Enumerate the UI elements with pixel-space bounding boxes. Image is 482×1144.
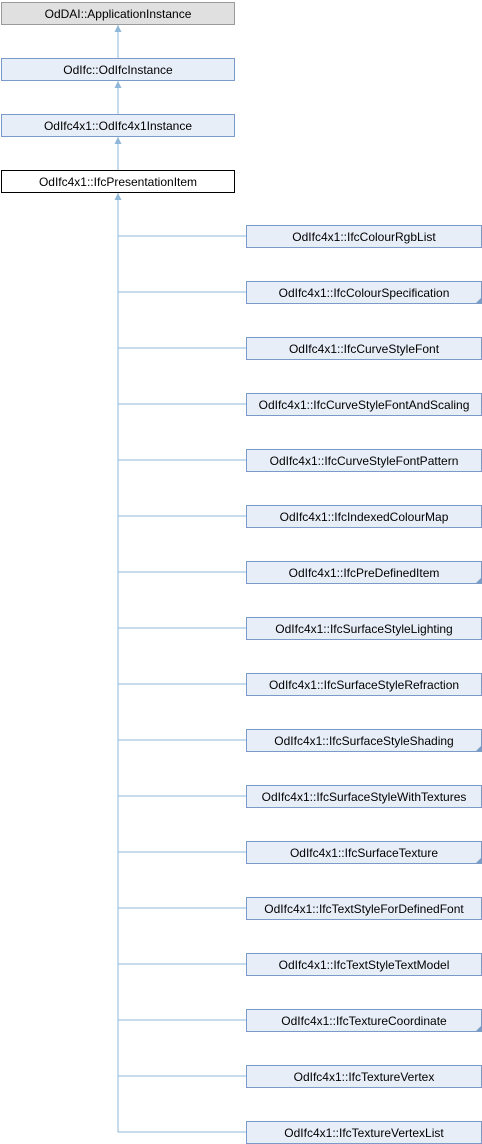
- node-box: [1, 170, 235, 193]
- class-node-ifc-colour-specification[interactable]: OdIfc4x1::IfcColourSpecification: [246, 281, 482, 304]
- node-label: OdIfc4x1::IfcTextStyleForDefinedFont: [264, 902, 464, 916]
- class-node-ifc-surface-style-lighting[interactable]: OdIfc4x1::IfcSurfaceStyleLighting: [246, 617, 482, 640]
- class-node-ifc-text-style-for-defined-font[interactable]: OdIfc4x1::IfcTextStyleForDefinedFont: [246, 897, 482, 920]
- node-label: OdIfc4x1::IfcSurfaceStyleShading: [274, 734, 453, 748]
- node-label: OdIfc4x1::IfcPreDefinedItem: [289, 566, 440, 580]
- node-label: OdIfc4x1::IfcCurveStyleFont: [289, 342, 440, 356]
- node-label: OdIfc4x1::IfcCurveStyleFontAndScaling: [259, 398, 470, 412]
- node-label: OdIfc4x1::IfcPresentationItem: [39, 175, 197, 189]
- node-label: OdIfc::OdIfcInstance: [63, 63, 173, 77]
- has-subclasses-indicator-icon: [475, 1025, 482, 1032]
- class-node-ifc-texture-coordinate[interactable]: OdIfc4x1::IfcTextureCoordinate: [246, 1009, 482, 1032]
- class-node-ifc-surface-style-refraction[interactable]: OdIfc4x1::IfcSurfaceStyleRefraction: [246, 673, 482, 696]
- class-node-ifc-texture-vertex[interactable]: OdIfc4x1::IfcTextureVertex: [246, 1065, 482, 1088]
- has-subclasses-indicator-icon: [475, 577, 482, 584]
- has-subclasses-indicator-icon: [475, 745, 482, 752]
- class-node-ifc-colour-rgb-list[interactable]: OdIfc4x1::IfcColourRgbList: [246, 225, 482, 248]
- node-label: OdIfc4x1::IfcColourRgbList: [292, 230, 436, 244]
- node-label: OdIfc4x1::IfcSurfaceStyleLighting: [275, 622, 452, 636]
- node-label: OdIfc4x1::IfcSurfaceStyleRefraction: [269, 678, 459, 692]
- node-label: OdIfc4x1::IfcTextStyleTextModel: [279, 958, 450, 972]
- node-label: OdIfc4x1::IfcColourSpecification: [279, 286, 450, 300]
- class-node-ifc-curve-style-font-and-scaling[interactable]: OdIfc4x1::IfcCurveStyleFontAndScaling: [246, 393, 482, 416]
- inheritance-edges: [114, 25, 246, 1133]
- class-node-ifc-surface-texture[interactable]: OdIfc4x1::IfcSurfaceTexture: [246, 841, 482, 864]
- node-label: OdIfc4x1::IfcIndexedColourMap: [280, 510, 449, 524]
- class-node-ifc-surface-style-with-textures[interactable]: OdIfc4x1::IfcSurfaceStyleWithTextures: [246, 785, 482, 808]
- class-node-ifc-indexed-colour-map[interactable]: OdIfc4x1::IfcIndexedColourMap: [246, 505, 482, 528]
- node-label: OdIfc4x1::IfcTextureVertexList: [284, 1126, 444, 1140]
- node-label: OdIfc4x1::IfcTextureCoordinate: [281, 1014, 447, 1028]
- has-subclasses-indicator-icon: [475, 857, 482, 864]
- node-box: [1, 58, 235, 81]
- class-node-ifc-surface-style-shading[interactable]: OdIfc4x1::IfcSurfaceStyleShading: [246, 729, 482, 752]
- has-subclasses-indicator-icon: [475, 297, 482, 304]
- class-node-od-ifc4x1-instance[interactable]: OdIfc4x1::OdIfc4x1Instance: [1, 114, 235, 137]
- node-label: OdIfc4x1::IfcSurfaceStyleWithTextures: [262, 790, 467, 804]
- node-label: OdDAI::ApplicationInstance: [45, 7, 192, 21]
- node-box: [1, 114, 235, 137]
- node-label: OdIfc4x1::IfcSurfaceTexture: [290, 846, 438, 860]
- node-box: [1, 2, 235, 25]
- class-node-application-instance[interactable]: OdDAI::ApplicationInstance: [1, 2, 235, 25]
- current-class-node[interactable]: OdIfc4x1::IfcPresentationItem: [1, 170, 235, 193]
- node-label: OdIfc4x1::IfcCurveStyleFontPattern: [270, 454, 459, 468]
- class-node-ifc-texture-vertex-list[interactable]: OdIfc4x1::IfcTextureVertexList: [246, 1121, 482, 1144]
- class-node-ifc-curve-style-font[interactable]: OdIfc4x1::IfcCurveStyleFont: [246, 337, 482, 360]
- class-node-od-ifc-instance[interactable]: OdIfc::OdIfcInstance: [1, 58, 235, 81]
- node-label: OdIfc4x1::OdIfc4x1Instance: [44, 119, 192, 133]
- class-node-ifc-text-style-text-model[interactable]: OdIfc4x1::IfcTextStyleTextModel: [246, 953, 482, 976]
- class-node-ifc-curve-style-font-pattern[interactable]: OdIfc4x1::IfcCurveStyleFontPattern: [246, 449, 482, 472]
- node-label: OdIfc4x1::IfcTextureVertex: [294, 1070, 435, 1084]
- class-node-ifc-pre-defined-item[interactable]: OdIfc4x1::IfcPreDefinedItem: [246, 561, 482, 584]
